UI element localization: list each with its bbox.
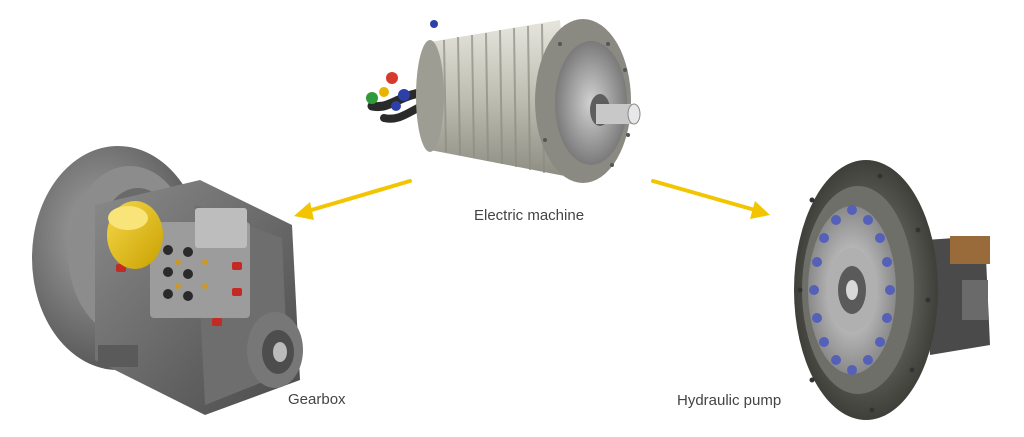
arrow-to-hydraulic-pump <box>651 179 770 219</box>
electric-machine-label: Electric machine <box>474 207 585 224</box>
hydraulic-pump-label: Hydraulic pump <box>677 392 782 409</box>
hydraulic-pump-image <box>794 160 990 420</box>
gearbox-image <box>32 146 303 415</box>
arrow-to-gearbox <box>294 179 412 220</box>
gearbox-label: Gearbox <box>288 391 346 408</box>
electric-machine-image <box>366 19 641 183</box>
